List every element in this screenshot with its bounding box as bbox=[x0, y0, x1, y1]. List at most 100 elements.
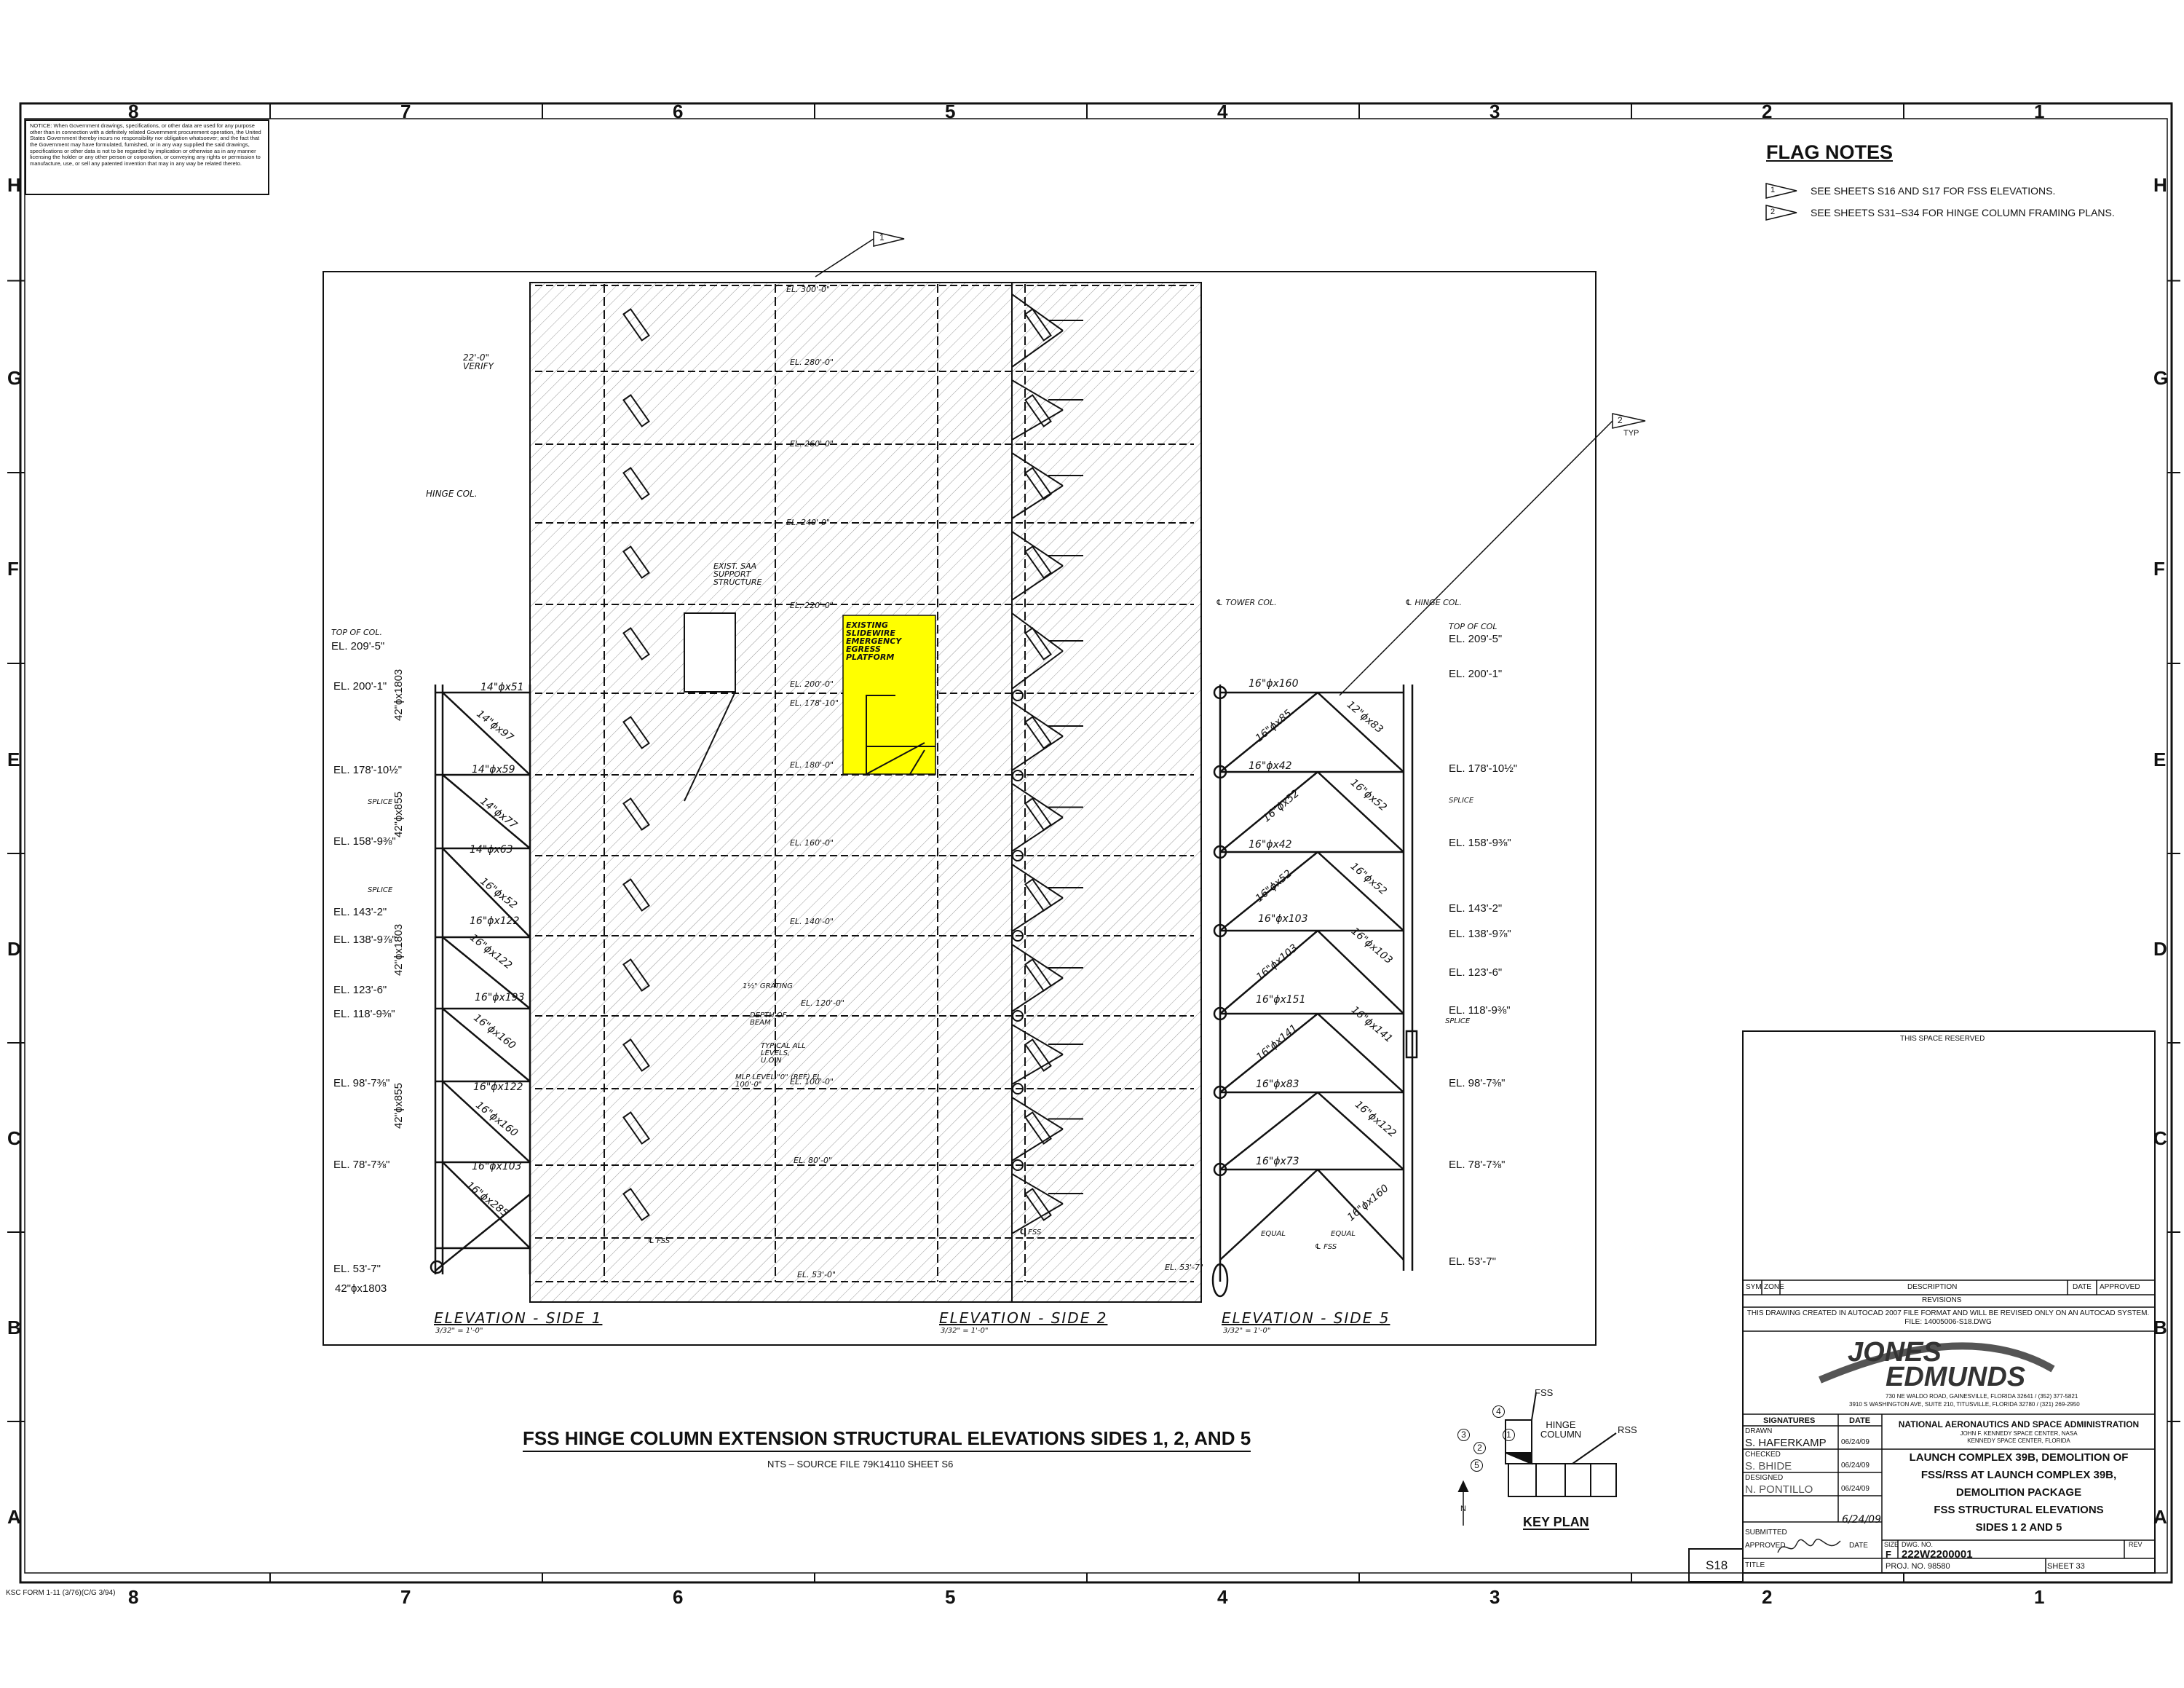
side2-diagonal bbox=[1011, 330, 1064, 368]
side5-node bbox=[1213, 1006, 1227, 1021]
side5-diagonal bbox=[1317, 1013, 1404, 1093]
side5-scale: 3/32" = 1'-0" bbox=[1223, 1327, 1271, 1335]
agency-sub-2: KENNEDY SPACE CENTER, FLORIDA bbox=[1967, 1437, 2070, 1444]
side5-elevation-1: EL. 200'-1" bbox=[1449, 668, 1503, 680]
side1-elevation-0: EL. 209'-5" bbox=[331, 640, 385, 652]
zone-left-G: G bbox=[7, 367, 23, 389]
side5-node bbox=[1213, 845, 1227, 859]
side5-elevation-6: EL. 123'-6" bbox=[1449, 966, 1503, 979]
zone-left-F: F bbox=[7, 558, 19, 580]
firm-address-2: 3910 S WASHINGTON AVE, SUITE 210, TITUSV… bbox=[1849, 1401, 2080, 1408]
side2-brace bbox=[622, 1038, 650, 1072]
side1-beam-12: 16"ϕx103 bbox=[472, 1161, 522, 1172]
side5-base bbox=[1211, 1263, 1229, 1298]
side2-diagonal bbox=[1011, 897, 1064, 932]
side5-node bbox=[1213, 1085, 1227, 1100]
side2-diagonal bbox=[1011, 1128, 1064, 1162]
side2-diagonal bbox=[1011, 612, 1064, 652]
side5-diagonal bbox=[1219, 930, 1318, 1014]
side2-brace bbox=[1024, 797, 1052, 831]
side2-diagonal bbox=[1011, 1173, 1064, 1204]
side1-diagonal bbox=[442, 774, 531, 849]
zone-ticks bbox=[7, 103, 2180, 1582]
dwg-number: 222W2200001 bbox=[1902, 1548, 1973, 1561]
designed-name: N. PONTILLO bbox=[1745, 1483, 1813, 1496]
side2-diagonal bbox=[1011, 977, 1064, 1012]
inner-border bbox=[24, 118, 2168, 1574]
side5-node bbox=[1213, 1162, 1227, 1177]
zone-right-H: H bbox=[2153, 174, 2167, 196]
side5-top-of-col-label: TOP OF COL bbox=[1449, 622, 1497, 631]
side5-elevation-8: EL. 98'-7⅜" bbox=[1449, 1077, 1506, 1089]
zone-left-B: B bbox=[7, 1317, 21, 1338]
sheet-id: S18 bbox=[1706, 1558, 1728, 1572]
side2-diagonal bbox=[1011, 565, 1064, 601]
side2-diagonal bbox=[1011, 293, 1064, 331]
drawing-frame bbox=[323, 271, 1597, 1346]
key-plan-fss: FSS bbox=[1535, 1387, 1554, 1398]
approved-date-label: DATE bbox=[1849, 1542, 1868, 1550]
side2-level-8: EL. 160'-0" bbox=[790, 838, 834, 848]
side5-elevation-4: EL. 143'-2" bbox=[1449, 902, 1503, 915]
side1-diagonal bbox=[442, 1162, 531, 1249]
revisions-label: REVISIONS bbox=[1922, 1296, 1962, 1304]
zone-top-5: 5 bbox=[945, 100, 956, 122]
firm-name-jones: JONES bbox=[1848, 1337, 1942, 1368]
side5-fss: ℄ FSS bbox=[1315, 1243, 1337, 1251]
side5-beam-2: 16"ϕx42 bbox=[1249, 839, 1292, 851]
side5-hinge-col: ℄ HINGE COL. bbox=[1405, 598, 1463, 607]
zone-bottom-7: 7 bbox=[400, 1586, 411, 1608]
side2-diagonal bbox=[1011, 783, 1064, 819]
side1-elevation-3: EL. 158'-9⅜" bbox=[333, 835, 396, 848]
zone-top-4: 4 bbox=[1217, 100, 1228, 122]
side1-beam-2: 14"ϕx59 bbox=[472, 764, 515, 776]
side2-diagonal bbox=[1011, 735, 1064, 771]
side5-elevation-0: EL. 209'-5" bbox=[1449, 633, 1503, 645]
outer-border bbox=[19, 102, 2173, 1584]
side2-brace bbox=[622, 308, 650, 342]
side1-elevation-10: EL. 53'-7" bbox=[333, 1263, 381, 1275]
side2-egress-platform: EXISTING SLIDEWIRE EMERGENCY EGRESS PLAT… bbox=[846, 620, 902, 662]
side1-framing bbox=[430, 685, 531, 1274]
side1-diagonal bbox=[442, 1008, 531, 1082]
zone-right-D: D bbox=[2153, 938, 2167, 960]
side2-title: ELEVATION - SIDE 2 bbox=[939, 1309, 1108, 1327]
side5-diagonal bbox=[1219, 851, 1318, 931]
side1-column-1: 42"ϕx855 bbox=[392, 792, 405, 837]
side2-brace bbox=[622, 797, 650, 831]
side2-diagonal bbox=[1011, 531, 1064, 567]
side5-diagonal bbox=[1317, 851, 1404, 931]
key-plan-num-5: 5 bbox=[1471, 1459, 1483, 1472]
flag-pointers bbox=[815, 231, 1646, 696]
rev-date-header: DATE bbox=[2073, 1283, 2092, 1291]
side2-level-11: EL. 100'-0" bbox=[790, 1077, 834, 1086]
side5-splice bbox=[1405, 1030, 1418, 1059]
key-plan-num-1: 1 bbox=[1503, 1429, 1515, 1441]
side2-brace bbox=[1024, 545, 1052, 579]
side1-diagonal bbox=[435, 1194, 531, 1271]
zone-bottom-2: 2 bbox=[1762, 1586, 1773, 1608]
flag-note-num-1: 1 bbox=[1770, 186, 1776, 194]
submitted-date: 6/24/09 bbox=[1842, 1514, 1881, 1526]
side5-beam-0: 16"ϕx160 bbox=[1249, 678, 1299, 690]
zone-right-B: B bbox=[2153, 1317, 2167, 1338]
side1-elevation-2: EL. 178'-10½" bbox=[333, 764, 403, 776]
side2-brace bbox=[1024, 958, 1052, 992]
side2-scale: 3/32" = 1'-0" bbox=[941, 1327, 989, 1335]
key-plan-north: N bbox=[1460, 1504, 1466, 1513]
firm-logo-swoosh bbox=[1819, 1342, 2055, 1384]
rev-description-header: DESCRIPTION bbox=[1907, 1283, 1958, 1291]
side2-node bbox=[1012, 930, 1024, 942]
zone-bottom-3: 3 bbox=[1489, 1586, 1500, 1608]
rev-sym-header: SYM bbox=[1746, 1283, 1762, 1291]
side2-level-7: EL. 180'-0" bbox=[790, 760, 834, 770]
side5-diagonal bbox=[1219, 1169, 1318, 1261]
side1-column-4: 42"ϕx1803 bbox=[335, 1282, 387, 1295]
flag-notes-title: FLAG NOTES bbox=[1766, 141, 1893, 163]
zone-top-7: 7 bbox=[400, 100, 411, 122]
zone-top-2: 2 bbox=[1762, 100, 1773, 122]
side2-brace bbox=[1024, 627, 1052, 660]
side5-elevation-7: EL. 118'-9⅜" bbox=[1449, 1004, 1511, 1017]
side2-brace bbox=[1024, 467, 1052, 500]
